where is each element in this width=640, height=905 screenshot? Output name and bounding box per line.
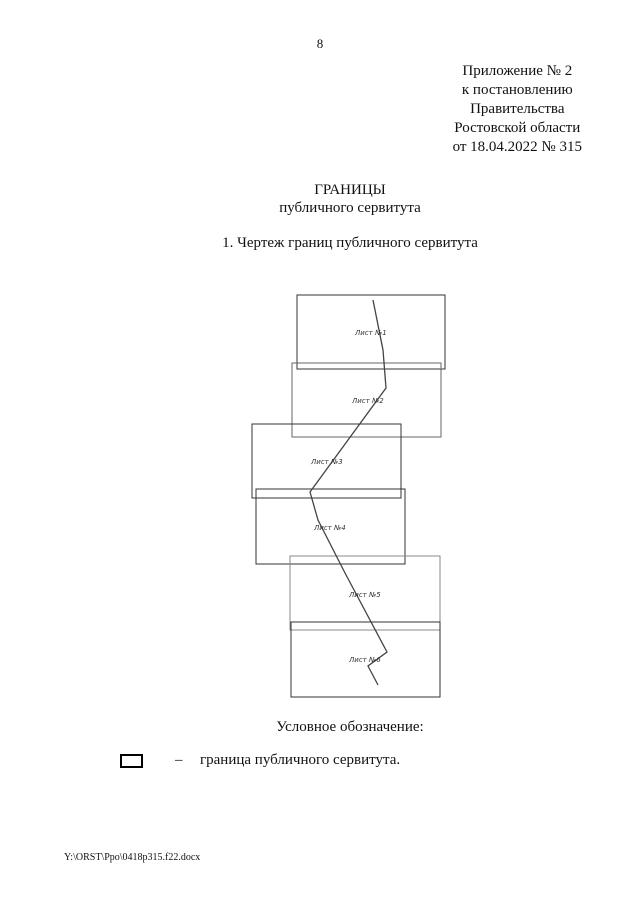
sheet-frame-2 xyxy=(291,362,442,438)
legend-heading: Условное обозначение: xyxy=(276,719,424,735)
legend-item-label: граница публичного сервитута. xyxy=(200,752,401,768)
boundary-legend-symbol xyxy=(120,754,143,768)
sheet-frame-1 xyxy=(296,294,446,370)
sheet-label-5: Лист №5 xyxy=(348,591,381,599)
sheet-frame-4 xyxy=(255,488,406,565)
sheet-frame-6 xyxy=(290,621,441,698)
page-number: 8 xyxy=(316,36,324,51)
document-title: ГРАНИЦЫ xyxy=(314,182,386,198)
sheet-frame-3 xyxy=(251,423,402,499)
appendix-line: к постановлению xyxy=(461,82,573,98)
appendix-block: Приложение № 2 к постановлению Правитель… xyxy=(453,62,582,157)
appendix-line: Приложение № 2 xyxy=(462,63,573,79)
appendix-line: Правительства xyxy=(470,101,565,117)
servitude-boundary-line xyxy=(309,299,388,686)
footer-file-path: Y:\ORST\Ppo\0418p315.f22.docx xyxy=(64,852,201,863)
legend-dash: – xyxy=(175,752,183,768)
appendix-line: Ростовской области xyxy=(454,120,581,136)
sheet-label-4: Лист №4 xyxy=(313,524,346,532)
appendix-line: от 18.04.2022 № 315 xyxy=(452,139,582,155)
sheet-label-3: Лист №3 xyxy=(310,458,343,466)
document-subtitle: публичного сервитута xyxy=(279,200,421,216)
sheet-frame-5 xyxy=(289,555,441,631)
sheet-label-1: Лист №1 xyxy=(354,329,387,337)
section-heading: 1. Чертеж границ публичного сервитута xyxy=(222,235,478,251)
sheet-label-2: Лист №2 xyxy=(351,397,384,405)
sheet-label-6: Лист №6 xyxy=(348,656,381,664)
